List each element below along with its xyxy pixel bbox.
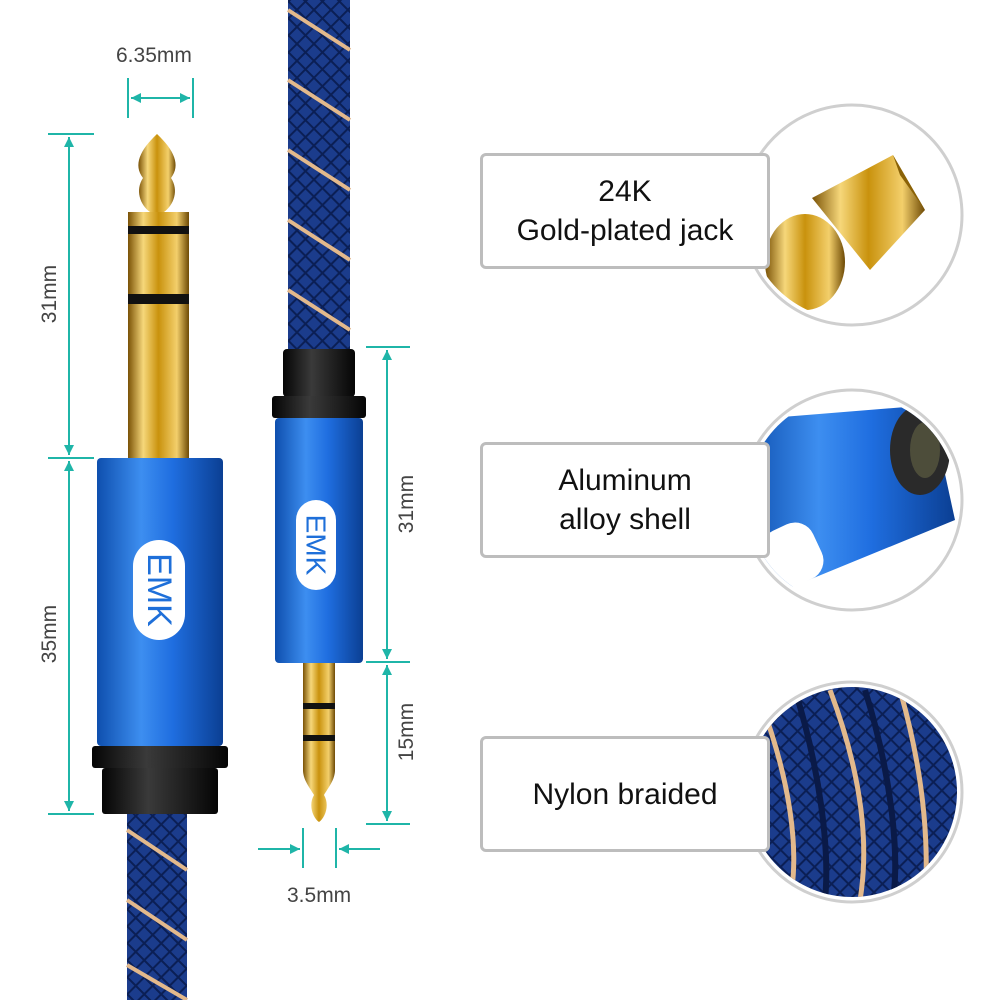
dimension-lines	[48, 78, 410, 868]
detail-gold-jack	[740, 103, 964, 327]
logo-text-large: EMK	[140, 553, 178, 627]
feature-line: 24K	[598, 175, 652, 208]
cable-3-5	[286, 0, 352, 350]
emk-logo: EMK	[133, 540, 185, 640]
dim-label-31mm-right: 31mm	[395, 474, 418, 534]
dim-label-15mm: 15mm	[395, 702, 418, 762]
cable-6-35	[125, 812, 189, 1000]
dim-label-6-35mm: 6.35mm	[116, 44, 192, 67]
plug-3-5: EMK	[272, 349, 366, 822]
feature-line: Aluminum	[558, 464, 692, 497]
plug-6-35: EMK	[92, 134, 228, 814]
feature-line: alloy shell	[559, 503, 691, 536]
feature-line: Nylon braided	[532, 777, 718, 811]
dim-label-3-5mm: 3.5mm	[287, 884, 352, 907]
feature-line: Gold-plated jack	[516, 214, 734, 247]
dim-label-31mm-left: 31mm	[38, 264, 61, 324]
feature-card-gold-jack: 24K Gold-plated jack	[480, 153, 770, 269]
dim-label-35mm: 35mm	[38, 604, 61, 664]
detail-aluminum-shell	[740, 388, 964, 612]
emk-logo-small: EMK	[296, 500, 336, 590]
logo-text-small: EMK	[301, 515, 332, 576]
feature-card-nylon-braided: Nylon braided	[480, 736, 770, 852]
feature-card-aluminum-shell: Aluminum alloy shell	[480, 442, 770, 558]
detail-nylon-braid	[740, 680, 964, 904]
